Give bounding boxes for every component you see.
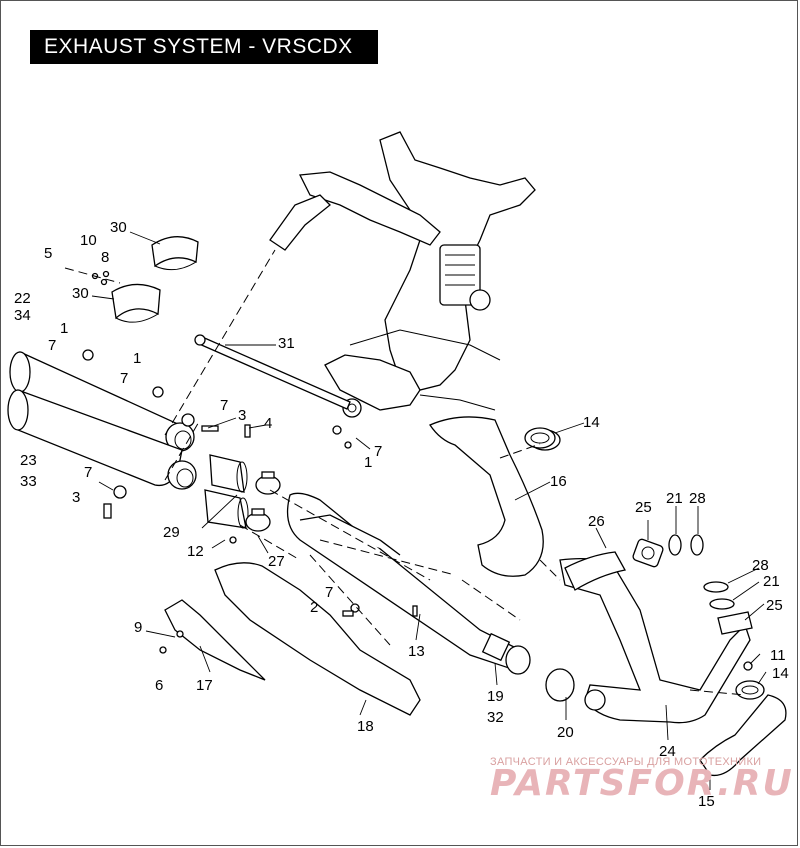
callout-18: 18 bbox=[357, 718, 374, 735]
callout-16: 16 bbox=[550, 473, 567, 490]
band-clamp-upper bbox=[255, 471, 281, 495]
watermark: ЗАПЧАСТИ И АКСЕССУАРЫ ДЛЯ МОТОТЕХНИКИ PA… bbox=[490, 756, 794, 804]
muffler-coupler-lower bbox=[204, 489, 249, 529]
pipe-clamp-upper bbox=[524, 427, 556, 449]
callout-30: 30 bbox=[72, 285, 89, 302]
callout-32: 32 bbox=[487, 709, 504, 726]
watermark-caption: ЗАПЧАСТИ И АКСЕССУАРЫ ДЛЯ МОТОТЕХНИКИ bbox=[490, 756, 761, 768]
exhaust-gasket-rings-lower bbox=[703, 581, 735, 610]
callout-5: 5 bbox=[44, 245, 52, 262]
callout-21: 21 bbox=[666, 490, 683, 507]
motorcycle-frame bbox=[269, 131, 536, 418]
callout-20: 20 bbox=[557, 724, 574, 741]
heat-shield-clamp-lower bbox=[111, 283, 161, 323]
callout-12: 12 bbox=[187, 543, 204, 560]
callout-27: 27 bbox=[268, 553, 285, 570]
callout-19: 19 bbox=[487, 688, 504, 705]
lower-heat-shield bbox=[164, 599, 266, 681]
watermark-brand: PARTSFOR.RU bbox=[490, 763, 794, 804]
band-clamp-lower bbox=[245, 508, 271, 532]
callout-21: 21 bbox=[763, 573, 780, 590]
callout-14: 14 bbox=[772, 665, 789, 682]
callout-14: 14 bbox=[583, 414, 600, 431]
callout-3: 3 bbox=[238, 407, 246, 424]
callout-6: 6 bbox=[155, 677, 163, 694]
support-rod bbox=[194, 334, 351, 410]
callout-25: 25 bbox=[635, 499, 652, 516]
callout-7: 7 bbox=[84, 464, 92, 481]
callout-10: 10 bbox=[80, 232, 97, 249]
fasteners bbox=[82, 270, 753, 671]
callout-23: 23 bbox=[20, 452, 37, 469]
callout-24: 24 bbox=[659, 743, 676, 760]
callout-11: 11 bbox=[770, 647, 786, 664]
callout-1: 1 bbox=[60, 320, 68, 337]
muffler-lower bbox=[7, 389, 197, 490]
callout-7: 7 bbox=[374, 443, 382, 460]
header-connector-pipe bbox=[564, 551, 627, 591]
flange-gasket-lower bbox=[717, 611, 753, 635]
callout-25: 25 bbox=[766, 597, 783, 614]
rear-heat-shield bbox=[214, 562, 421, 716]
callout-1: 1 bbox=[133, 350, 141, 367]
rear-header-pipe bbox=[545, 557, 751, 724]
callout-26: 26 bbox=[588, 513, 605, 530]
callout-7: 7 bbox=[48, 337, 56, 354]
part-callouts: 30 10 8 5 30 22 34 1 7 1 7 31 7 3 4 7 1 … bbox=[14, 219, 789, 810]
callout-17: 17 bbox=[196, 677, 213, 694]
callout-28: 28 bbox=[752, 557, 769, 574]
callout-13: 13 bbox=[408, 643, 425, 660]
callout-34: 34 bbox=[14, 307, 31, 324]
callout-30: 30 bbox=[110, 219, 127, 236]
callout-28: 28 bbox=[689, 490, 706, 507]
callout-4: 4 bbox=[264, 415, 272, 432]
callout-9: 9 bbox=[134, 619, 142, 636]
callout-1: 1 bbox=[364, 454, 372, 471]
flange-gasket-upper bbox=[632, 538, 664, 568]
callout-33: 33 bbox=[20, 473, 37, 490]
callout-8: 8 bbox=[101, 249, 109, 266]
muffler-coupler-upper bbox=[209, 454, 248, 493]
callout-7: 7 bbox=[325, 584, 333, 601]
callout-2: 2 bbox=[310, 599, 318, 616]
callout-15: 15 bbox=[698, 793, 715, 810]
callout-7: 7 bbox=[220, 397, 228, 414]
page-title: EXHAUST SYSTEM - VRSCDX bbox=[30, 30, 378, 64]
callout-29: 29 bbox=[163, 524, 180, 541]
leader-lines bbox=[91, 231, 767, 790]
callout-22: 22 bbox=[14, 290, 31, 307]
callout-31: 31 bbox=[278, 335, 295, 352]
exhaust-gasket-rings-upper bbox=[668, 534, 704, 556]
callout-7: 7 bbox=[120, 370, 128, 387]
assembly-guide-lines bbox=[64, 249, 746, 696]
callout-3: 3 bbox=[72, 489, 80, 506]
pipe-clamp-lower bbox=[735, 680, 765, 700]
heat-shield-clamp-upper bbox=[151, 236, 199, 271]
front-pipe-extension bbox=[699, 694, 787, 777]
